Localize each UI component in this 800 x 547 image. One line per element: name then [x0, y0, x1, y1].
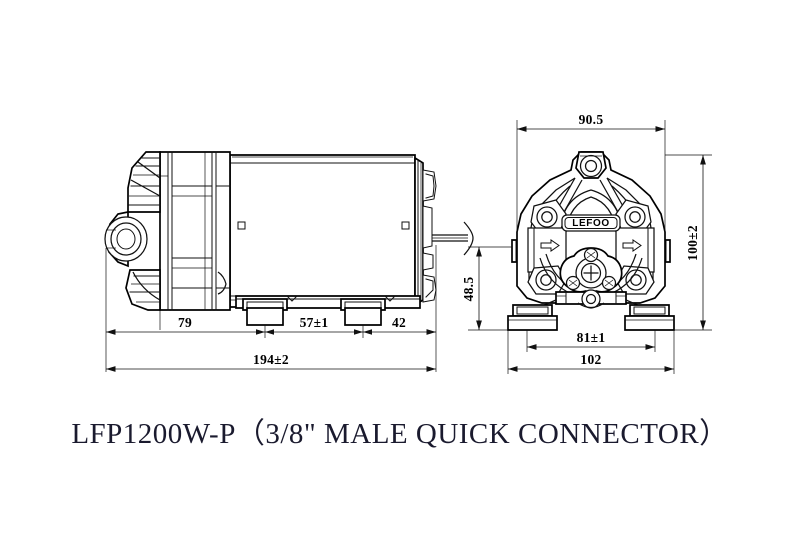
dim-57-label: 57±1 — [300, 315, 329, 330]
side-view-dimensions: 79 57±1 42 194±2 — [105, 245, 437, 372]
quick-connector-port — [104, 210, 148, 268]
dim-81-label: 81±1 — [577, 330, 606, 345]
drawing-title: LFP1200W-P（3/8" MALE QUICK CONNECTOR） — [71, 418, 728, 450]
dim-42-label: 42 — [392, 315, 406, 330]
top-mounting-boss — [575, 151, 607, 179]
flow-arrow-left — [540, 239, 560, 252]
end-view-dimensions: 90.5 100±2 48.5 81±1 102 — [461, 112, 712, 374]
flow-direction-arrows — [540, 239, 642, 252]
pump-head-side — [104, 151, 231, 311]
mounting-feet-side — [235, 295, 421, 326]
end-elevation-view: LEFOO — [461, 112, 712, 374]
flow-arrow-right — [622, 239, 642, 252]
motor-end-cap — [414, 156, 437, 307]
wire-leads — [432, 221, 474, 256]
dim-100-label: 100±2 — [685, 225, 700, 261]
lefoo-logo-text: LEFOO — [572, 218, 609, 229]
dim-90-5-label: 90.5 — [579, 112, 604, 127]
dim-194-label: 194±2 — [253, 352, 289, 367]
dim-79-label: 79 — [178, 315, 192, 330]
dim-48-5-label: 48.5 — [461, 277, 476, 302]
dim-102-label: 102 — [580, 352, 601, 367]
side-elevation-view: 79 57±1 42 194±2 — [104, 151, 474, 372]
pump-head-end: LEFOO — [516, 151, 666, 309]
pressure-switch-plate — [559, 247, 623, 294]
motor-body — [229, 154, 416, 308]
mounting-feet-end — [507, 299, 675, 331]
lefoo-logo-badge: LEFOO — [561, 214, 621, 232]
